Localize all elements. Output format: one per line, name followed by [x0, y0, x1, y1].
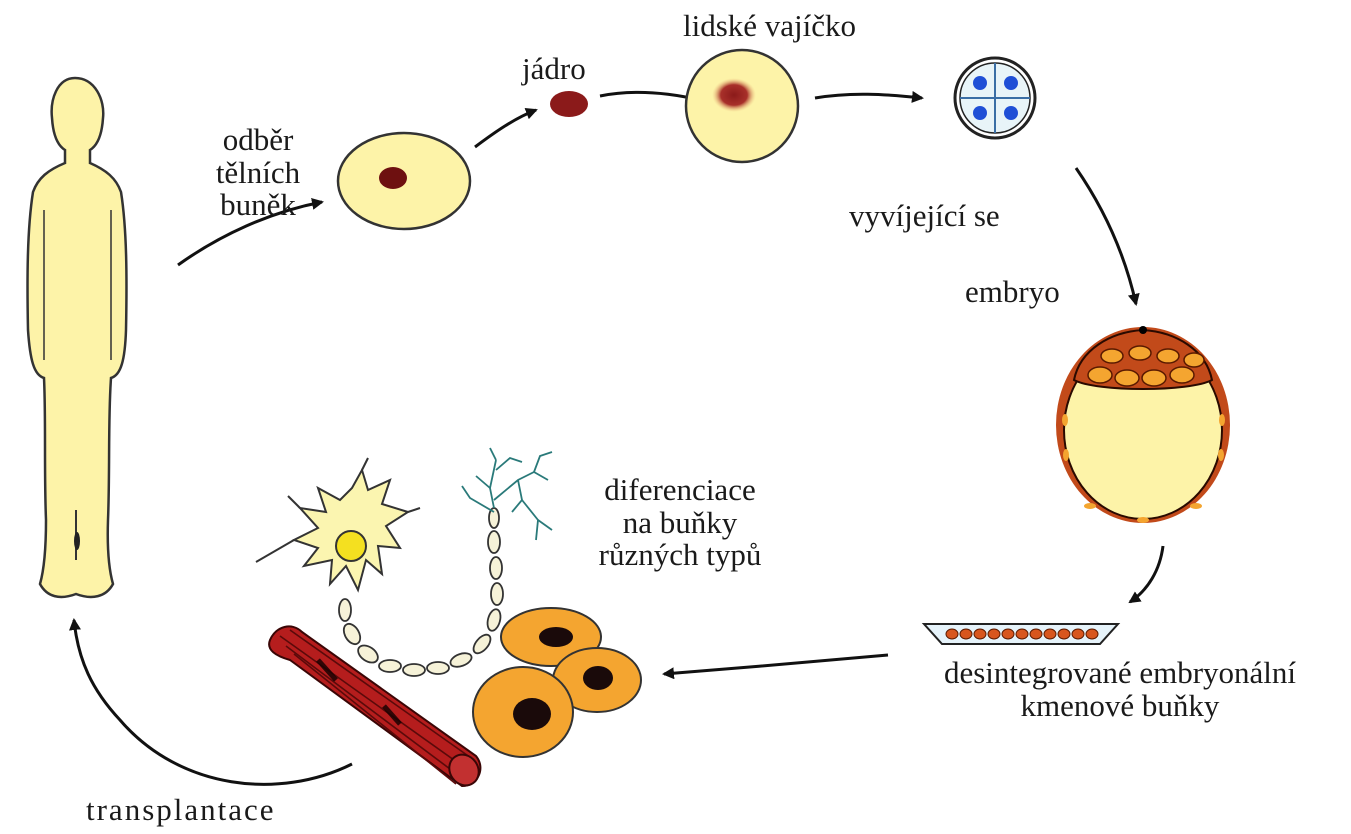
- arrow-cell-to-nucleus: [475, 110, 536, 147]
- nucleus: [550, 91, 588, 117]
- human-figure: [28, 78, 127, 597]
- arrow-dish-to-cells: [664, 655, 888, 674]
- label-differentiation: diferenciace na buňky různých typů: [560, 474, 800, 572]
- muscle-fiber: [269, 626, 485, 791]
- label-stem-cells: desintegrované embryonální kmenové buňky: [900, 657, 1340, 722]
- label-differentiation-line1: diferenciace: [560, 474, 800, 507]
- label-embryo: embryo: [965, 276, 1060, 309]
- label-nucleus: jádro: [522, 53, 586, 86]
- label-differentiation-line2: na buňky: [560, 507, 800, 540]
- arrow-embryo-to-dish: [1130, 546, 1163, 602]
- label-developing: vyvíjející se: [849, 200, 1000, 233]
- label-body-cells: odběr tělních buněk: [206, 124, 310, 222]
- label-stem-cells-line2: kmenové buňky: [900, 690, 1340, 723]
- label-transplant: transplantace: [86, 794, 276, 827]
- label-stem-cells-line1: desintegrované embryonální: [900, 657, 1340, 690]
- label-body-cells-line3: buněk: [206, 189, 310, 222]
- label-differentiation-line3: různých typů: [560, 539, 800, 572]
- label-body-cells-line2: tělních: [206, 157, 310, 190]
- arrow-nucleus-to-egg: [600, 93, 700, 100]
- human-egg: [686, 50, 798, 162]
- stem-cell-dish: [924, 624, 1118, 644]
- four-cell-embryo: [955, 58, 1035, 138]
- body-cell: [338, 133, 470, 229]
- label-egg: lidské vajíčko: [683, 10, 856, 43]
- blastocyst: [1056, 326, 1230, 523]
- round-cells: [473, 608, 641, 757]
- label-body-cells-line1: odběr: [206, 124, 310, 157]
- arrow-4cell-to-embryo: [1076, 168, 1136, 304]
- arrow-egg-to-4cell: [815, 94, 922, 98]
